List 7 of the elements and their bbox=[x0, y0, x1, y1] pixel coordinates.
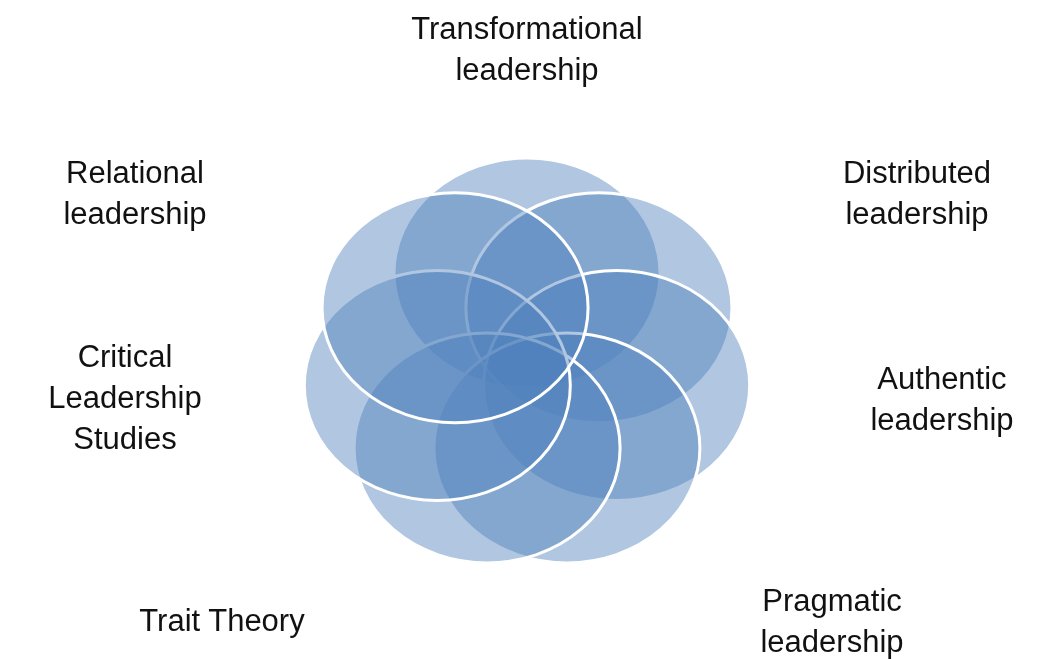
topic-label: Relational leadership bbox=[62, 154, 208, 233]
topic-label: Critical Leadership Studies bbox=[47, 338, 203, 458]
topic-label: Trait Theory bbox=[138, 602, 306, 640]
topic-label: Pragmatic leadership bbox=[759, 582, 905, 659]
topic-label: Authentic leadership bbox=[869, 360, 1015, 439]
topic-label: Distributed leadership bbox=[841, 154, 993, 233]
topic-label: Transformational leadership bbox=[410, 10, 644, 89]
